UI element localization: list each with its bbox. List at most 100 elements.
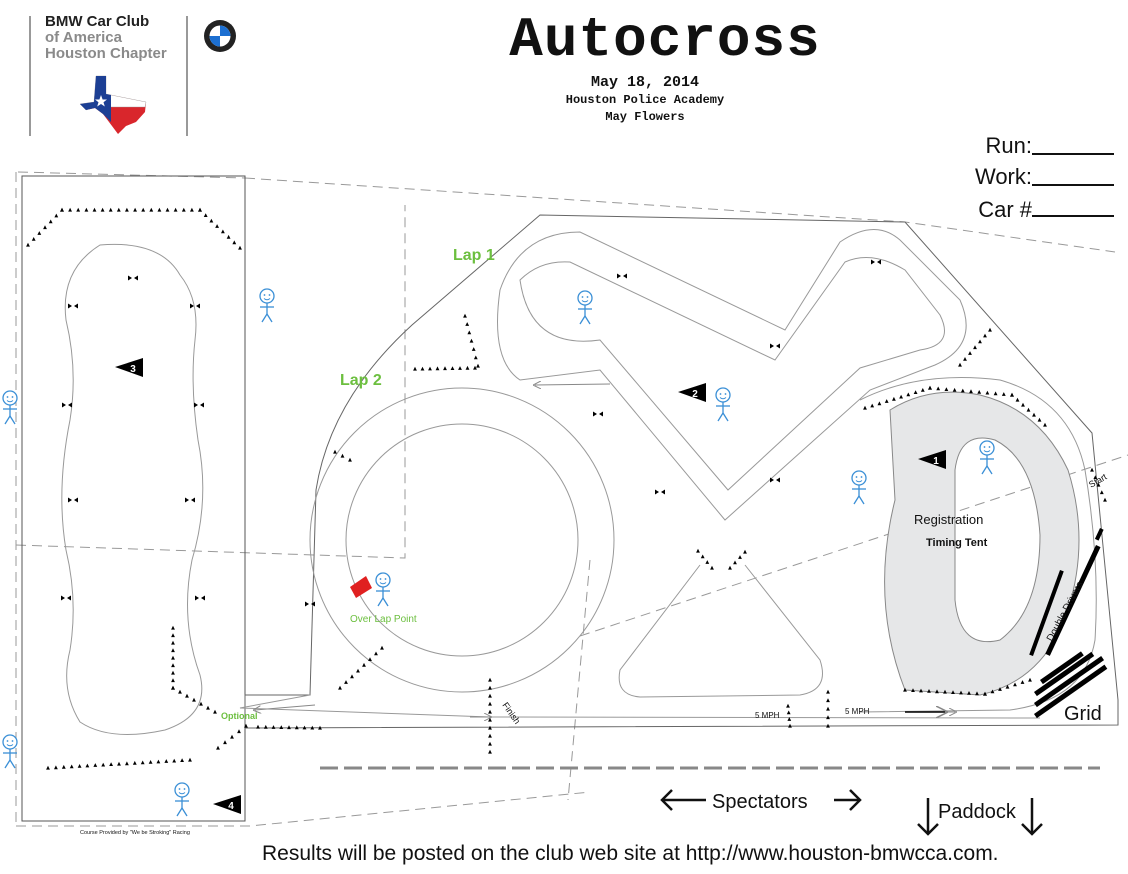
cone-marker	[203, 213, 208, 217]
speed-limit-2: 5 MPH	[845, 707, 870, 716]
cone-marker	[178, 689, 182, 694]
cone-marker	[117, 761, 121, 766]
cone-marker	[977, 390, 982, 394]
cone-marker	[488, 677, 492, 682]
cone-marker	[786, 710, 791, 715]
cone-marker	[1026, 407, 1031, 412]
cone-marker	[488, 685, 492, 690]
cone-gate	[655, 489, 665, 495]
timing-tent-label: Timing Tent	[926, 537, 988, 549]
cone-marker	[279, 725, 284, 729]
spectators-label: Spectators	[712, 791, 808, 813]
cone-marker	[148, 760, 153, 764]
cone-marker	[209, 218, 214, 223]
cone-marker	[263, 724, 268, 729]
cone-marker	[705, 560, 710, 564]
cone-marker	[988, 327, 992, 332]
cone-marker	[884, 399, 889, 403]
upper-loop-outer	[497, 229, 967, 521]
cone-marker	[1015, 397, 1020, 402]
timing-area	[884, 391, 1080, 696]
corner-worker-icon	[2, 734, 18, 769]
cone-marker	[1020, 680, 1025, 684]
cone-marker	[899, 394, 903, 399]
cone-marker	[913, 390, 918, 394]
cone-marker	[190, 207, 194, 212]
cone-marker	[69, 764, 74, 769]
cone-marker	[733, 560, 737, 565]
car-number-line	[1032, 215, 1114, 217]
cone-marker	[173, 207, 178, 212]
cone-marker	[488, 741, 492, 746]
cone-marker	[488, 733, 492, 738]
cone-gate	[61, 595, 71, 601]
cone-marker	[960, 388, 965, 393]
cone-marker	[26, 242, 30, 247]
corner-worker-icon	[715, 387, 731, 422]
cone-gate	[194, 402, 204, 408]
cone-marker	[206, 705, 210, 710]
cone-marker	[473, 365, 477, 370]
club-name: BMW Car Club of America Houston Chapter	[45, 14, 167, 62]
cone-marker	[488, 701, 492, 706]
cone-marker	[171, 685, 175, 690]
cone-marker	[728, 565, 732, 570]
cone-marker	[108, 207, 113, 212]
cone-marker	[31, 237, 36, 241]
station-number-2: 2	[692, 389, 698, 400]
cone-marker	[132, 760, 137, 765]
cone-marker	[171, 640, 175, 645]
corner-worker-icon	[851, 470, 867, 505]
cone-marker	[164, 759, 169, 763]
cone-marker	[125, 207, 129, 212]
cone-marker	[149, 207, 154, 212]
cone-marker	[180, 758, 184, 762]
run-label: Run:	[985, 133, 1032, 158]
cone-gate	[195, 595, 205, 601]
cone-marker	[985, 390, 990, 395]
cone-marker	[958, 362, 962, 367]
cone-marker	[362, 662, 366, 667]
work-label: Work:	[974, 164, 1032, 189]
station-flag-1: 1	[918, 450, 946, 469]
cone-marker	[172, 758, 177, 763]
cone-marker	[356, 668, 360, 673]
over-lap-point-label: Over Lap Point	[350, 614, 417, 625]
finish-road	[239, 694, 1041, 719]
station-number-1: 1	[933, 456, 939, 467]
cone-gate	[871, 259, 881, 265]
cone-marker	[60, 207, 64, 212]
cone-marker	[348, 457, 352, 462]
corner-worker-icon	[979, 440, 995, 475]
slalom-loop	[61, 243, 204, 735]
left-lot-outline	[21, 175, 246, 822]
sweeper-circle-inner	[345, 423, 579, 657]
event-venue: Houston Police Academy	[565, 93, 725, 107]
cone-marker	[256, 724, 260, 729]
station-number-4: 4	[228, 801, 234, 812]
cone-marker	[978, 339, 982, 344]
station-flag-2: 2	[678, 383, 706, 402]
cone-marker	[906, 392, 911, 397]
cone-marker	[171, 633, 175, 638]
cone-marker	[232, 240, 237, 245]
cone-marker	[467, 330, 472, 335]
cone-marker	[473, 355, 478, 360]
speed-limit-1: 5 MPH	[755, 711, 780, 720]
cone-marker	[488, 717, 492, 722]
cone-marker	[458, 366, 462, 370]
work-line	[1032, 184, 1114, 186]
texas-flag-map-icon	[79, 75, 147, 134]
main-lot-outline	[244, 214, 1119, 729]
upper-loop-inner	[519, 257, 945, 491]
cone-marker	[85, 763, 90, 768]
cone-marker	[157, 207, 162, 212]
cone-marker	[333, 449, 337, 454]
site-boundary	[15, 171, 1128, 827]
course-name: May Flowers	[605, 110, 685, 124]
cone-marker	[198, 207, 202, 212]
cone-marker	[465, 365, 470, 370]
cone-marker	[743, 549, 747, 554]
corner-worker-icon	[2, 390, 18, 425]
